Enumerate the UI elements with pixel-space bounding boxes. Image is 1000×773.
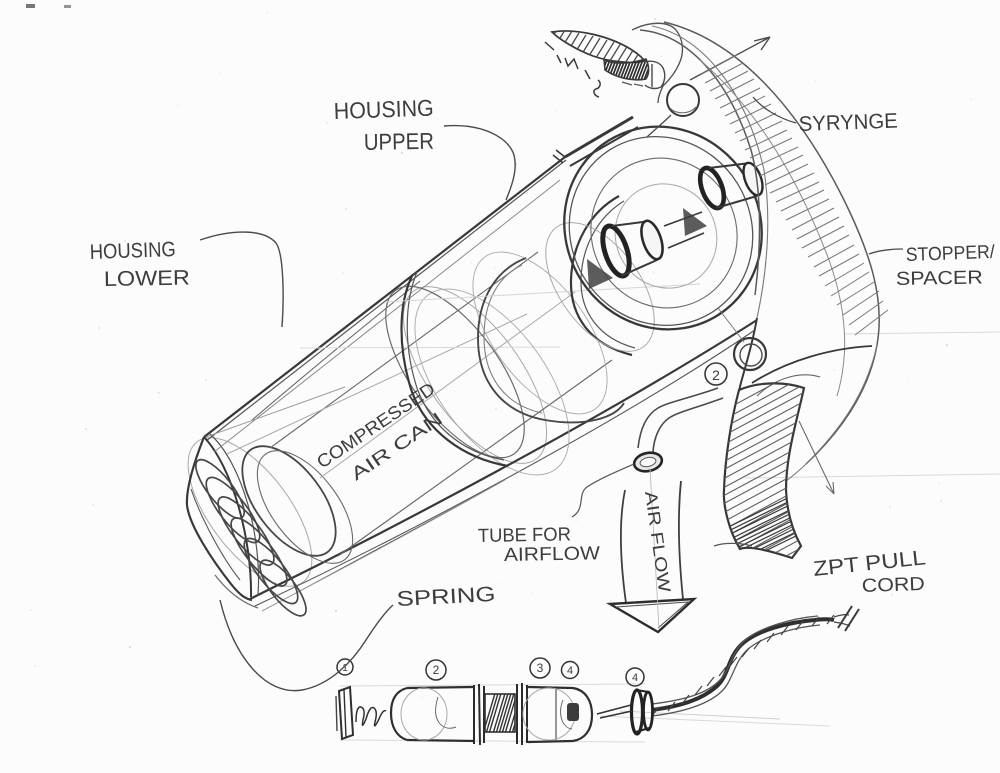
svg-text:UPPER: UPPER — [364, 128, 434, 155]
svg-text:1: 1 — [342, 663, 348, 674]
svg-text:STOPPER/: STOPPER/ — [905, 242, 995, 266]
svg-text:2: 2 — [712, 367, 720, 383]
svg-text:SYRYNGE: SYRYNGE — [798, 110, 898, 136]
svg-text:2: 2 — [433, 663, 440, 677]
svg-text:4: 4 — [567, 665, 573, 677]
svg-text:HOUSING: HOUSING — [89, 238, 176, 264]
svg-text:SPACER: SPACER — [896, 267, 983, 290]
svg-text:LOWER: LOWER — [104, 267, 190, 291]
svg-text:SPRING: SPRING — [396, 583, 496, 611]
svg-text:CORD: CORD — [861, 574, 925, 597]
svg-text:HOUSING: HOUSING — [333, 95, 434, 124]
svg-text:AIRFLOW: AIRFLOW — [504, 543, 600, 566]
svg-text:4: 4 — [632, 672, 638, 684]
svg-text:TUBE FOR: TUBE FOR — [478, 524, 571, 547]
svg-text:3: 3 — [537, 661, 544, 675]
